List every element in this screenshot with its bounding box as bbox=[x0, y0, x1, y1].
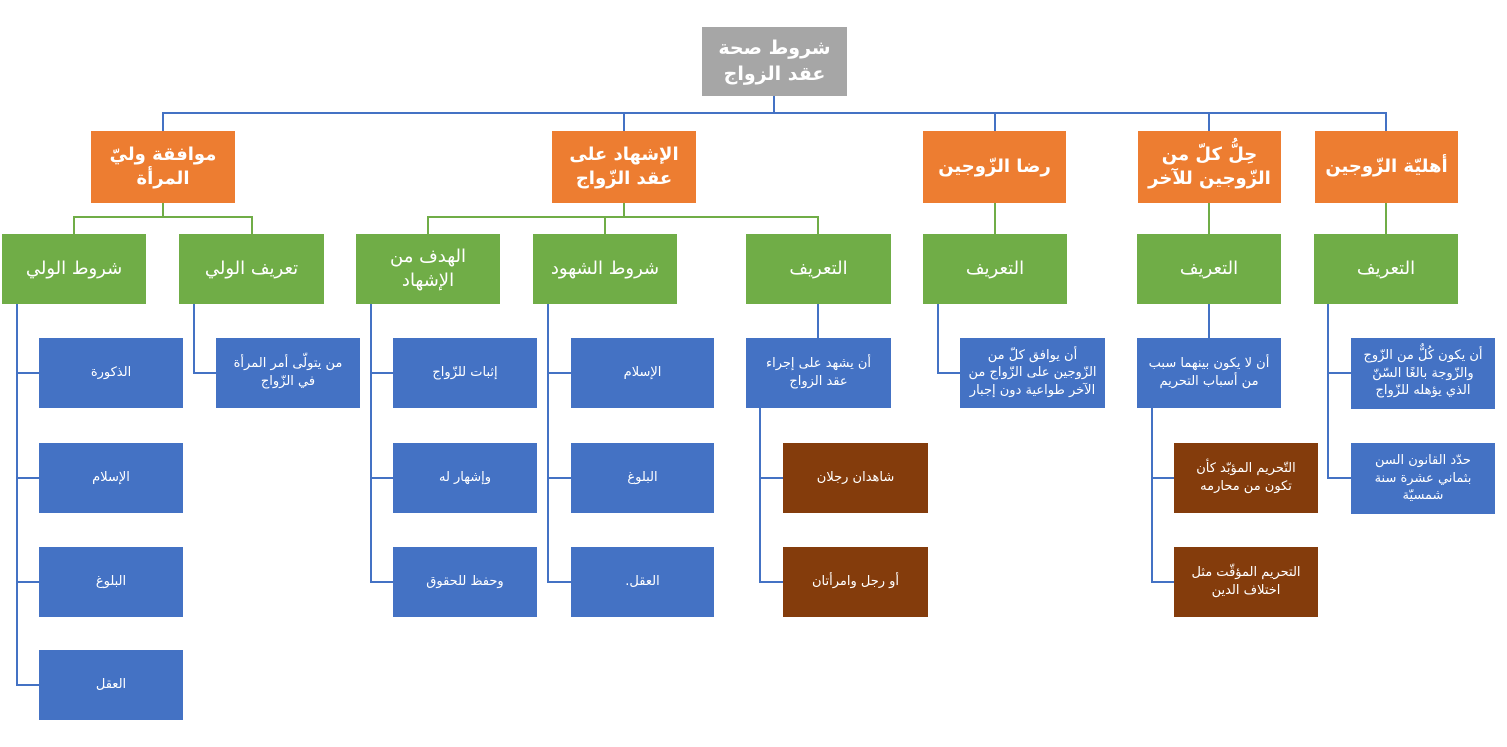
rida-definition-node: التعريف bbox=[923, 234, 1067, 304]
witness-condition-3: العقل. bbox=[571, 547, 714, 617]
witness-condition-1: الإسلام bbox=[571, 338, 714, 408]
hill-subitem-1: التّحريم المؤبّد كأن تكون من محارمه bbox=[1174, 443, 1318, 513]
hill-item-1: أن لا يكون بينهما سبب من أسباب التحريم bbox=[1137, 338, 1281, 408]
rida-item-1: أن يوافق كلّ من الزّوجين على الزّواج من … bbox=[960, 338, 1105, 408]
purpose-item-3: وحفظ للحقوق bbox=[393, 547, 537, 617]
witness-condition-2: البلوغ bbox=[571, 443, 714, 513]
wali-definition-node: تعريف الولي bbox=[179, 234, 324, 304]
section-ahliya-title: أهليّة الزّوجين bbox=[1315, 131, 1458, 203]
section-rida-title: رضا الزّوجين bbox=[923, 131, 1066, 203]
section-hill-title: حِلُّ كلّ من الزّوجين للآخر bbox=[1138, 131, 1281, 203]
wali-condition-1: الذكورة bbox=[39, 338, 183, 408]
hill-definition-node: التعريف bbox=[1137, 234, 1281, 304]
wali-definition-item: من يتولّى أمر المرأة في الزّواج bbox=[216, 338, 360, 408]
ahliya-item-1: أن يكون كُلٌّ من الزّوج والزّوجة بالغًا … bbox=[1351, 338, 1495, 409]
section-ishhad-title: الإشهاد على عقد الزّواج bbox=[552, 131, 696, 203]
purpose-item-2: وإشهار له bbox=[393, 443, 537, 513]
wali-condition-2: الإسلام bbox=[39, 443, 183, 513]
section-wali-title: موافقة وليّ المرأة bbox=[91, 131, 235, 203]
ahliya-item-2: حدّد القانون السن بثماني عشرة سنة شمسيّة bbox=[1351, 443, 1495, 514]
ishhad-definition-subitem-1: شاهدان رجلان bbox=[783, 443, 928, 513]
wali-condition-3: البلوغ bbox=[39, 547, 183, 617]
wali-condition-4: العقل bbox=[39, 650, 183, 720]
ahliya-definition-node: التعريف bbox=[1314, 234, 1458, 304]
ishhad-definition-node: التعريف bbox=[746, 234, 891, 304]
ishhad-definition-subitem-2: أو رجل وامرأتان bbox=[783, 547, 928, 617]
ishhad-witness-conditions-node: شروط الشهود bbox=[533, 234, 677, 304]
ishhad-definition-item: أن يشهد على إجراء عقد الزواج bbox=[746, 338, 891, 408]
purpose-item-1: إثبات للزّواج bbox=[393, 338, 537, 408]
wali-conditions-node: شروط الولي bbox=[2, 234, 146, 304]
hill-subitem-2: التحريم المؤقّت مثل اختلاف الدين bbox=[1174, 547, 1318, 617]
root-node: شروط صحة عقد الزواج bbox=[702, 27, 847, 96]
ishhad-purpose-node: الهدف من الإشهاد bbox=[356, 234, 500, 304]
